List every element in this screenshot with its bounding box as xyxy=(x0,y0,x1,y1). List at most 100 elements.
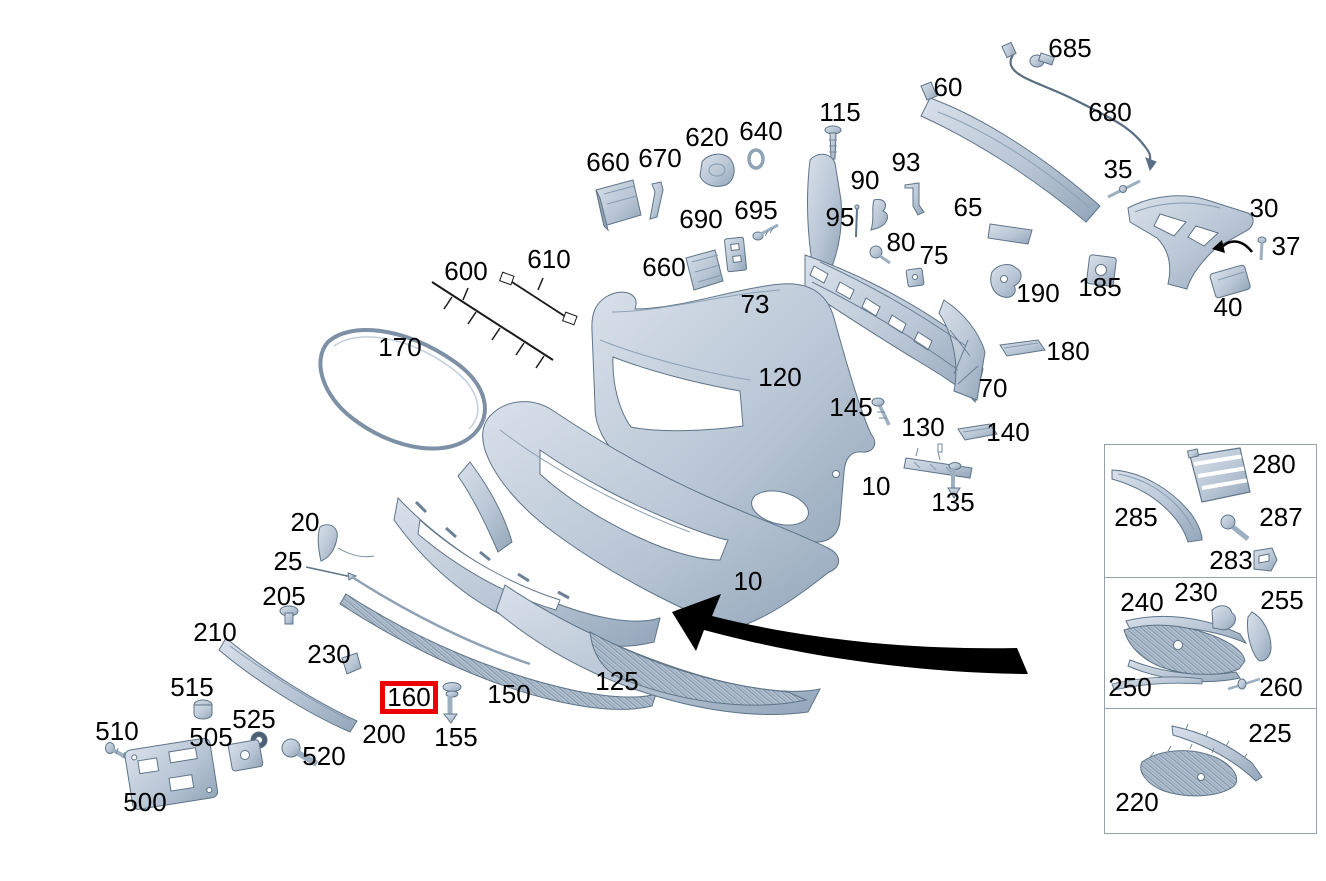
callout-260[interactable]: 260 xyxy=(1259,672,1303,702)
callout-35[interactable]: 35 xyxy=(1103,154,1133,184)
harness-600-drawing xyxy=(431,281,554,369)
callout-620[interactable]: 620 xyxy=(685,122,729,152)
callout-250[interactable]: 250 xyxy=(1108,672,1152,702)
callout-280[interactable]: 280 xyxy=(1252,449,1296,479)
callout-685[interactable]: 685 xyxy=(1048,33,1092,63)
callout-70[interactable]: 70 xyxy=(978,373,1008,403)
bracket-690-drawing xyxy=(724,236,748,273)
panel-divider-2 xyxy=(1105,708,1316,709)
callout-185[interactable]: 185 xyxy=(1078,272,1122,302)
grille-220-drawing xyxy=(1140,743,1238,797)
callout-695[interactable]: 695 xyxy=(734,195,778,225)
callout-30[interactable]: 30 xyxy=(1249,193,1279,223)
rivet-37-drawing xyxy=(1212,236,1267,261)
sensor-620-drawing xyxy=(699,153,735,187)
clip-230-panel-drawing xyxy=(1211,605,1236,631)
callout-25[interactable]: 25 xyxy=(273,546,303,576)
callout-135[interactable]: 135 xyxy=(931,487,975,517)
bracket-30-drawing xyxy=(1127,195,1254,290)
callout-205[interactable]: 205 xyxy=(262,581,306,611)
callout-230-main[interactable]: 230 xyxy=(307,639,351,669)
clip-75-drawing xyxy=(905,267,925,288)
callout-75[interactable]: 75 xyxy=(919,240,949,270)
callout-10-upper[interactable]: 10 xyxy=(861,471,891,501)
callout-255[interactable]: 255 xyxy=(1260,585,1304,615)
callout-10-lower[interactable]: 10 xyxy=(733,566,763,596)
callout-93[interactable]: 93 xyxy=(891,147,921,177)
callout-505[interactable]: 505 xyxy=(189,722,233,752)
callout-130[interactable]: 130 xyxy=(901,412,945,442)
callout-80[interactable]: 80 xyxy=(886,227,916,257)
callout-240[interactable]: 240 xyxy=(1120,587,1164,617)
strip-250-drawing xyxy=(1111,676,1203,691)
screw-260-drawing xyxy=(1227,677,1261,691)
callout-220[interactable]: 220 xyxy=(1115,787,1159,817)
callout-20[interactable]: 20 xyxy=(290,507,320,537)
callout-690[interactable]: 690 xyxy=(679,204,723,234)
callout-73[interactable]: 73 xyxy=(740,289,770,319)
pad-65-drawing xyxy=(987,223,1033,245)
callout-160[interactable]: 160 xyxy=(387,682,431,712)
clip-283-drawing xyxy=(1253,547,1278,572)
bracket-90-drawing xyxy=(870,198,889,231)
callout-600[interactable]: 600 xyxy=(444,256,488,286)
callout-60[interactable]: 60 xyxy=(933,72,963,102)
clip-205-drawing xyxy=(279,605,299,625)
bracket-93-drawing xyxy=(904,182,925,216)
trim-285-drawing xyxy=(1111,469,1203,543)
screw-145-drawing xyxy=(871,397,891,426)
callout-190[interactable]: 190 xyxy=(1016,278,1060,308)
module-660-lower-drawing xyxy=(685,249,724,291)
callout-640[interactable]: 640 xyxy=(739,116,783,146)
ring-640-drawing xyxy=(747,148,765,170)
callout-610[interactable]: 610 xyxy=(527,244,571,274)
callout-500[interactable]: 500 xyxy=(123,787,167,817)
clip-230-main-drawing xyxy=(341,652,362,675)
bracket-670-drawing xyxy=(649,181,664,220)
callout-65[interactable]: 65 xyxy=(953,192,983,222)
callout-140[interactable]: 140 xyxy=(986,417,1030,447)
callout-115[interactable]: 115 xyxy=(819,97,861,127)
pin-95-drawing xyxy=(854,204,860,238)
hose-680-drawing xyxy=(1001,41,1157,172)
callout-145[interactable]: 145 xyxy=(829,392,873,422)
panel-divider-1 xyxy=(1105,577,1316,578)
callout-680[interactable]: 680 xyxy=(1088,97,1132,127)
harness-610-drawing xyxy=(499,271,578,326)
callout-520[interactable]: 520 xyxy=(302,741,346,771)
callout-285[interactable]: 285 xyxy=(1114,502,1158,532)
callout-180[interactable]: 180 xyxy=(1046,336,1090,366)
callout-670[interactable]: 670 xyxy=(638,143,682,173)
carrier-70-drawing xyxy=(804,153,986,404)
callout-525[interactable]: 525 xyxy=(232,704,276,734)
plate-bracket-500-drawing xyxy=(124,737,219,810)
callout-170[interactable]: 170 xyxy=(378,332,422,362)
callout-287[interactable]: 287 xyxy=(1259,502,1303,532)
callout-515[interactable]: 515 xyxy=(170,672,214,702)
callout-210[interactable]: 210 xyxy=(193,617,237,647)
nozzle-685-drawing xyxy=(1029,52,1055,68)
strip-210-drawing xyxy=(218,637,358,733)
callout-125[interactable]: 125 xyxy=(595,666,639,696)
callout-660-lower[interactable]: 660 xyxy=(642,252,686,282)
callout-510[interactable]: 510 xyxy=(95,716,139,746)
callout-150[interactable]: 150 xyxy=(487,679,531,709)
callout-283[interactable]: 283 xyxy=(1209,545,1253,575)
callout-95[interactable]: 95 xyxy=(825,202,855,232)
grille-240-drawing xyxy=(1123,615,1248,683)
bolt-520-drawing xyxy=(281,738,319,767)
callout-230-panel[interactable]: 230 xyxy=(1174,577,1218,607)
callout-120[interactable]: 120 xyxy=(758,362,802,392)
pin-35-drawing xyxy=(1107,179,1141,199)
callout-40[interactable]: 40 xyxy=(1213,292,1243,322)
callout-37[interactable]: 37 xyxy=(1271,231,1301,261)
callout-225[interactable]: 225 xyxy=(1248,718,1292,748)
rivet-135-drawing xyxy=(947,462,962,499)
callout-200[interactable]: 200 xyxy=(362,719,406,749)
bracket-190-drawing xyxy=(990,264,1022,298)
grille-surround-170-drawing xyxy=(318,328,487,451)
callout-155[interactable]: 155 xyxy=(434,722,478,752)
callout-90[interactable]: 90 xyxy=(850,165,880,195)
callout-660-upper[interactable]: 660 xyxy=(586,147,630,177)
plate-140-drawing xyxy=(957,423,998,441)
